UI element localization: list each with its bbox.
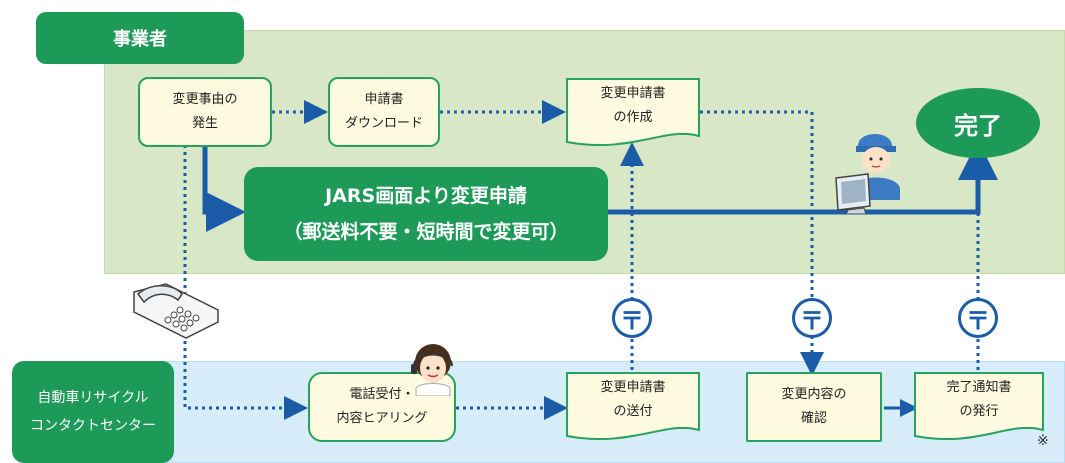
download-box: 申請書 ダウンロード (328, 77, 440, 147)
create-line2: の作成 (613, 110, 653, 126)
pc-user-icon (834, 128, 910, 218)
confirm-line1: 変更内容の (781, 387, 847, 402)
flow-create-confirm (700, 110, 824, 376)
confirm-box: 変更内容の 確認 (746, 372, 882, 442)
banner-line1: JARS画面より変更申請 (325, 185, 527, 207)
flow-online-to-done (608, 140, 998, 215)
postal-mark-icon: 〒 (958, 298, 998, 338)
banner-line2: （郵送料不要・短時間で変更可） (283, 221, 569, 243)
create-line1: 変更申請書 (600, 86, 666, 102)
notice-line2: の発行 (959, 404, 999, 420)
send-line1: 変更申請書 (600, 380, 666, 396)
notice-document: 完了通知書 の発行 (914, 372, 1044, 444)
send-document: 変更申請書 の送付 (566, 372, 700, 444)
send-line2: の送付 (613, 404, 653, 420)
contact-center-label-line2: コンタクトセンター (30, 418, 156, 434)
download-line1: 申請書 (364, 92, 404, 107)
postal-mark-icon: 〒 (612, 298, 652, 338)
flow-online-to-banner (202, 147, 246, 232)
online-application-banner: JARS画面より変更申請 （郵送料不要・短時間で変更可） (244, 167, 608, 261)
contact-center-label-line1: 自動車リサイクル (37, 390, 149, 406)
business-lane-label: 事業者 (36, 12, 244, 64)
occurrence-line2: 発生 (191, 116, 218, 131)
create-document: 変更申請書 の作成 (566, 78, 700, 150)
occurrence-line1: 変更事由の (172, 92, 238, 107)
operator-icon (406, 340, 460, 400)
download-line2: ダウンロード (344, 116, 423, 131)
notice-line1: 完了通知書 (946, 380, 1012, 396)
phone-line2: 内容ヒアリング (336, 411, 428, 426)
footnote-mark: ※ (1037, 433, 1049, 449)
occurrence-box: 変更事由の 発生 (138, 77, 272, 147)
postal-mark-icon: 〒 (792, 298, 832, 338)
confirm-line2: 確認 (800, 411, 827, 426)
done-node: 完了 (916, 88, 1040, 158)
contact-center-lane-label: 自動車リサイクル コンタクトセンター (12, 361, 174, 463)
telephone-icon (128, 282, 224, 352)
phone-line1: 電話受付・ (349, 387, 415, 402)
